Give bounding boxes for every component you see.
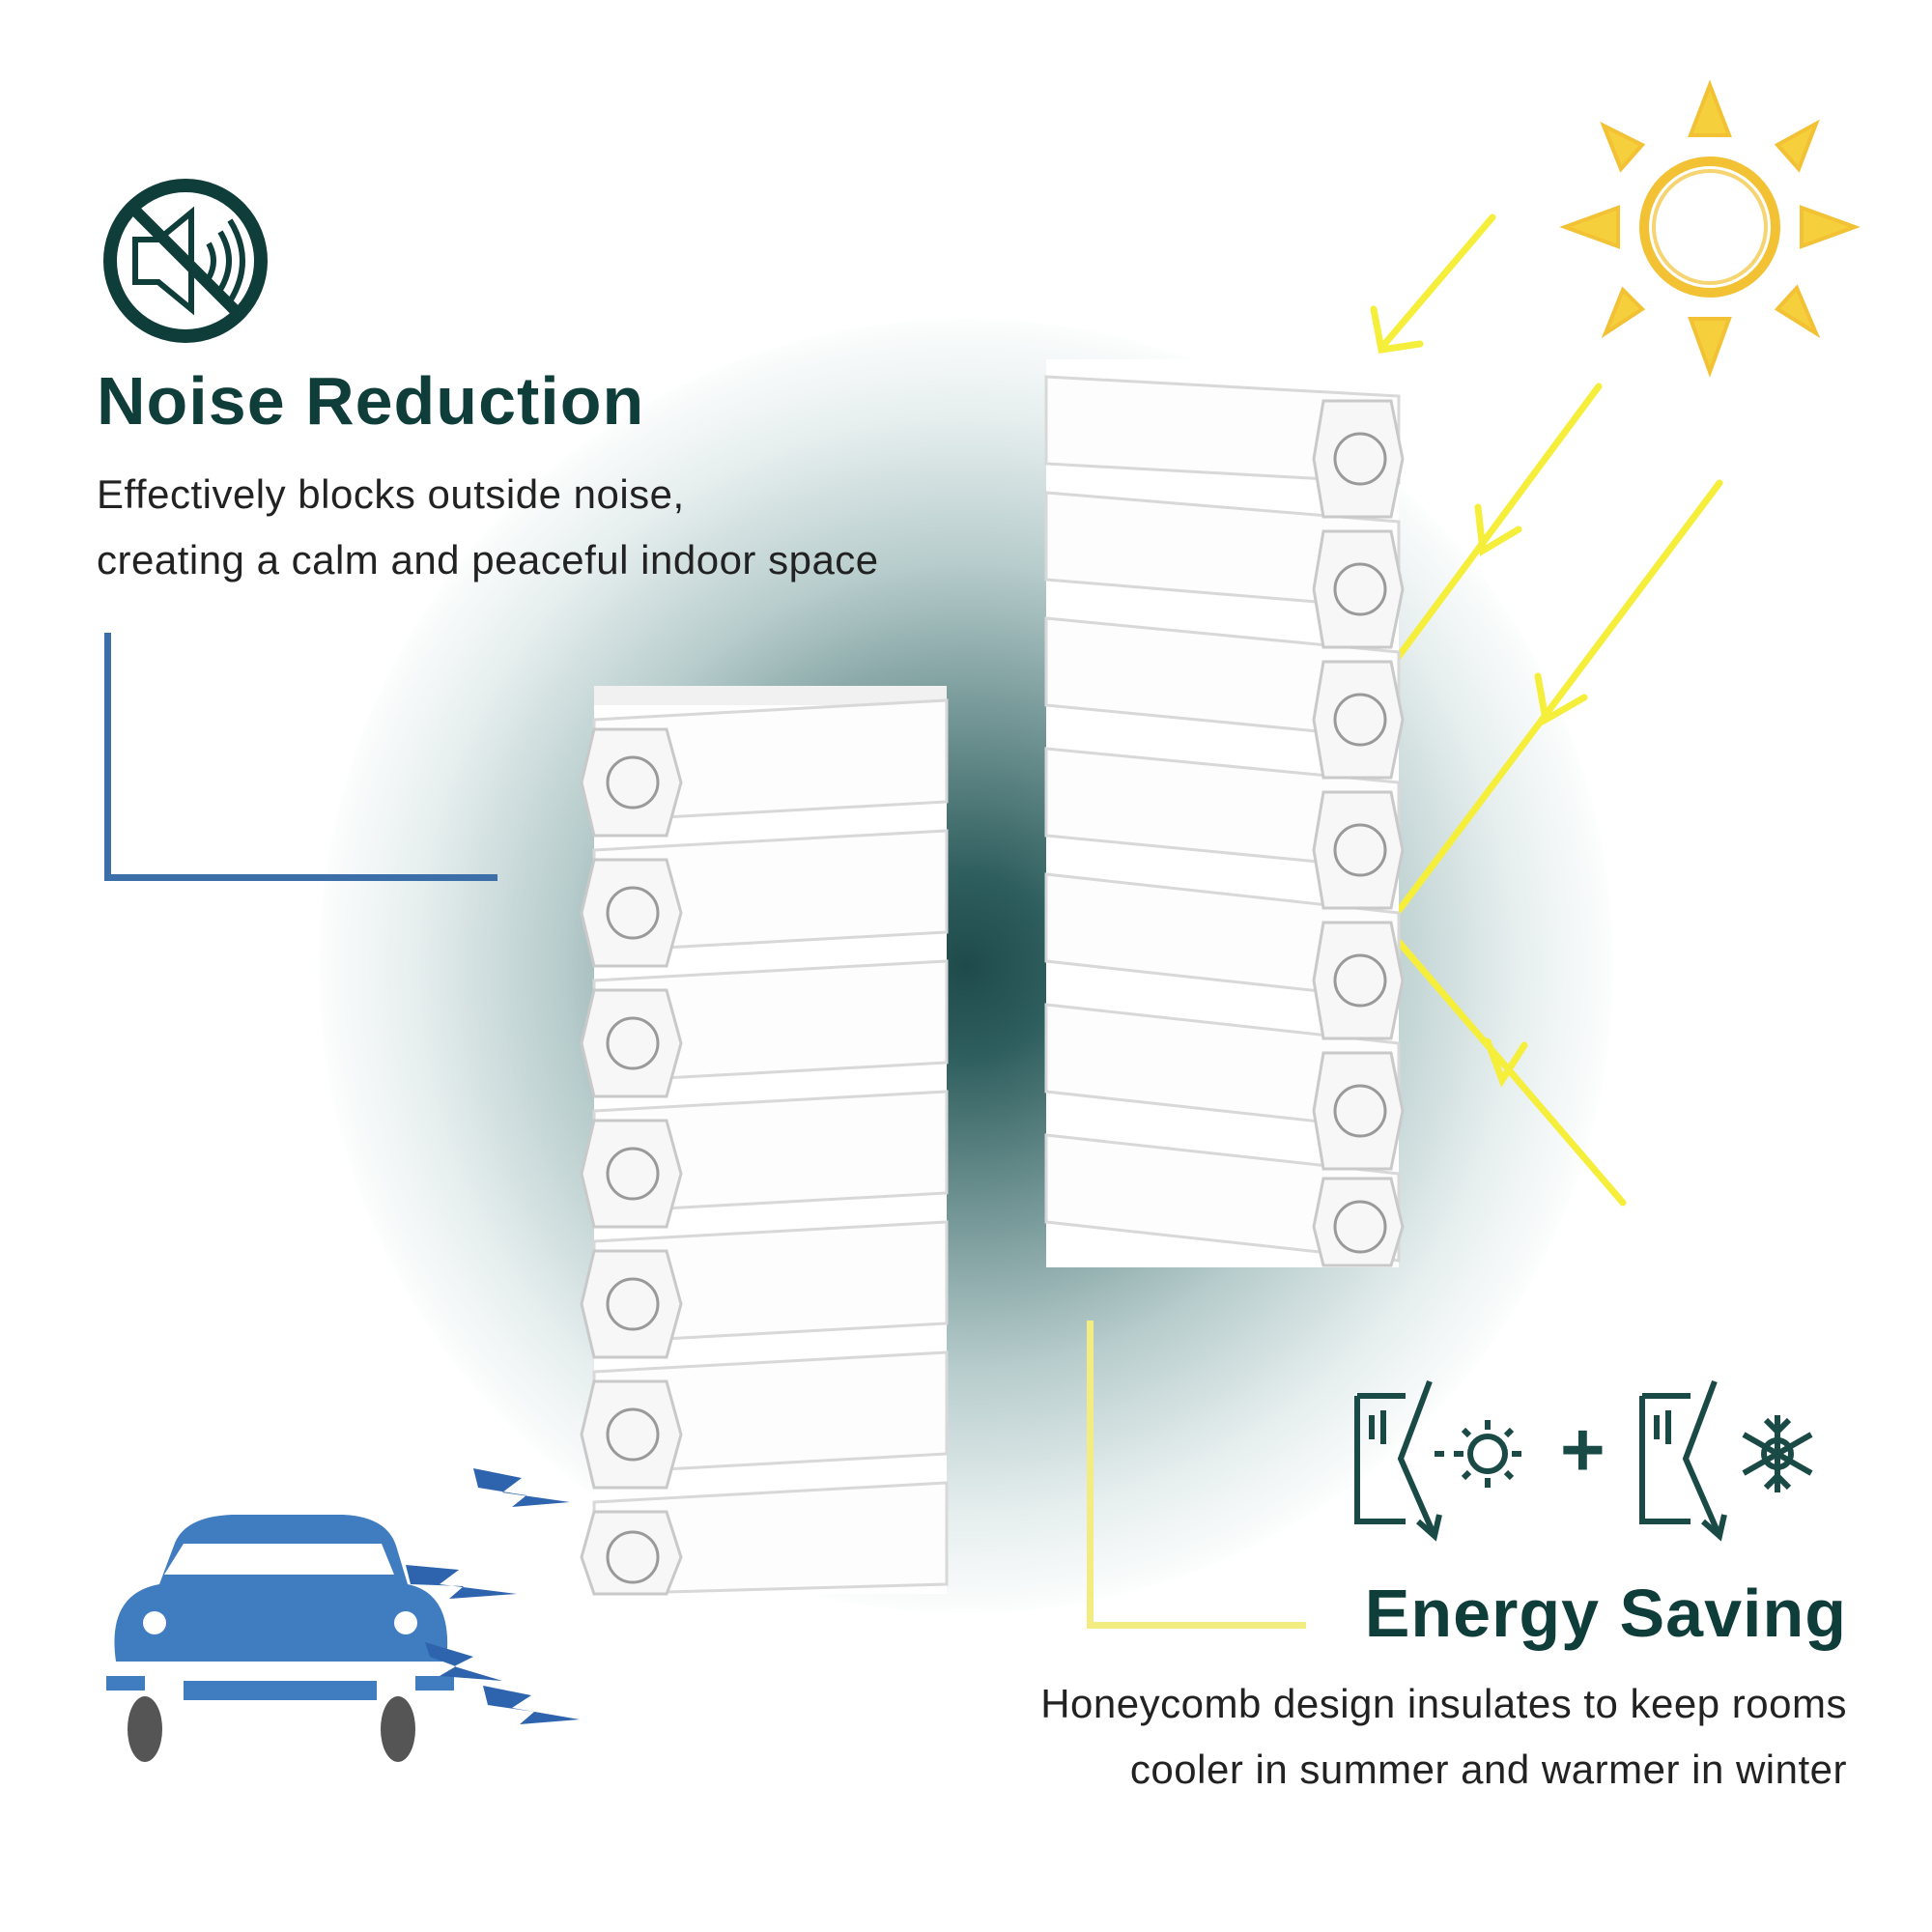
energy-saving-description: Honeycomb design insulates to keep rooms… — [881, 1671, 1847, 1803]
car-icon — [106, 1515, 454, 1762]
noise-bracket — [104, 633, 497, 881]
right-shade — [1044, 359, 1405, 1267]
energy-bracket — [1087, 1321, 1306, 1629]
no-sound-icon — [103, 179, 268, 343]
noise-reduction-description: Effectively blocks outside noise, creati… — [97, 462, 966, 593]
sun-rays — [1370, 213, 1723, 1207]
noise-bolts — [406, 1468, 580, 1724]
energy-saving-title: Energy Saving — [1364, 1576, 1847, 1651]
window-sun-icon — [1354, 1379, 1521, 1542]
window-snowflake-icon — [1639, 1379, 1813, 1542]
noise-reduction-title: Noise Reduction — [97, 363, 645, 439]
energy-line-2: cooler in summer and warmer in winter — [1129, 1747, 1847, 1792]
plus-sign: + — [1560, 1406, 1605, 1492]
sun-icon — [1559, 79, 1861, 378]
noise-line-2: creating a calm and peaceful indoor spac… — [97, 537, 879, 582]
left-shade — [580, 686, 949, 1596]
energy-line-1: Honeycomb design insulates to keep rooms — [1040, 1681, 1847, 1726]
noise-line-1: Effectively blocks outside noise, — [97, 471, 685, 517]
